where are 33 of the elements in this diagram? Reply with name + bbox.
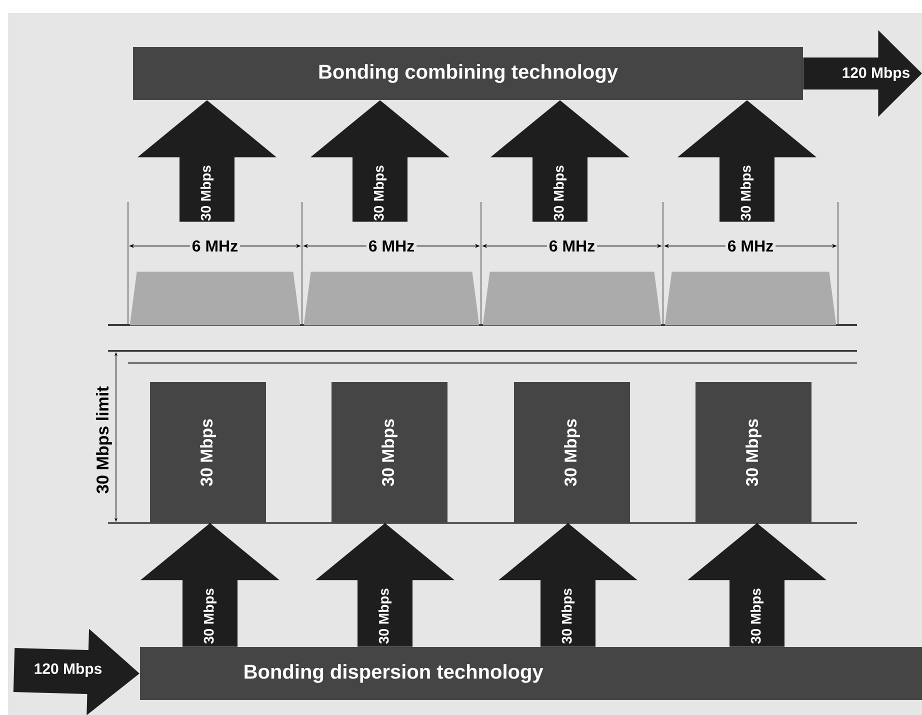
dimension-label: 6 MHz [366,238,417,254]
channel-spectrum [482,272,662,326]
edge-label: 120 Mbps [842,67,910,81]
block-arrow [140,523,280,647]
channel-spectrum [130,272,300,326]
edge-label: 30 Mbps [750,588,764,644]
technology-bar: Bonding combining technology [133,47,803,100]
dimension-label: 6 MHz [546,238,598,254]
edge-label: 30 Mbps [378,588,392,644]
block-arrow [678,100,816,222]
edge-label: 30 Mbps [203,588,217,644]
edge-label: 30 Mbps [200,166,214,221]
limit-label: 30 Mbps limit [95,385,113,495]
channel-spectrum [304,272,480,326]
channel-box: 30 Mbps [150,382,266,523]
dimension-label: 6 MHz [190,238,240,254]
block-arrow [138,100,276,222]
channel-box: 30 Mbps [332,382,448,523]
channel-spectrum [664,272,836,326]
block-arrow [490,100,630,222]
edge-label: 30 Mbps [553,166,567,221]
block-arrow [316,523,454,647]
technology-bar: Bonding dispersion technology [140,646,922,700]
edge-label: 30 Mbps [373,166,387,221]
edge-label: 120 Mbps [34,663,102,677]
block-arrow [688,523,826,647]
dimension-label: 6 MHz [725,238,776,254]
channel-box: 30 Mbps [696,382,812,523]
block-arrow [310,100,450,222]
channel-box: 30 Mbps [514,382,630,523]
block-arrow [498,523,638,647]
edge-label: 30 Mbps [740,166,754,221]
edge-label: 30 Mbps [561,588,575,644]
